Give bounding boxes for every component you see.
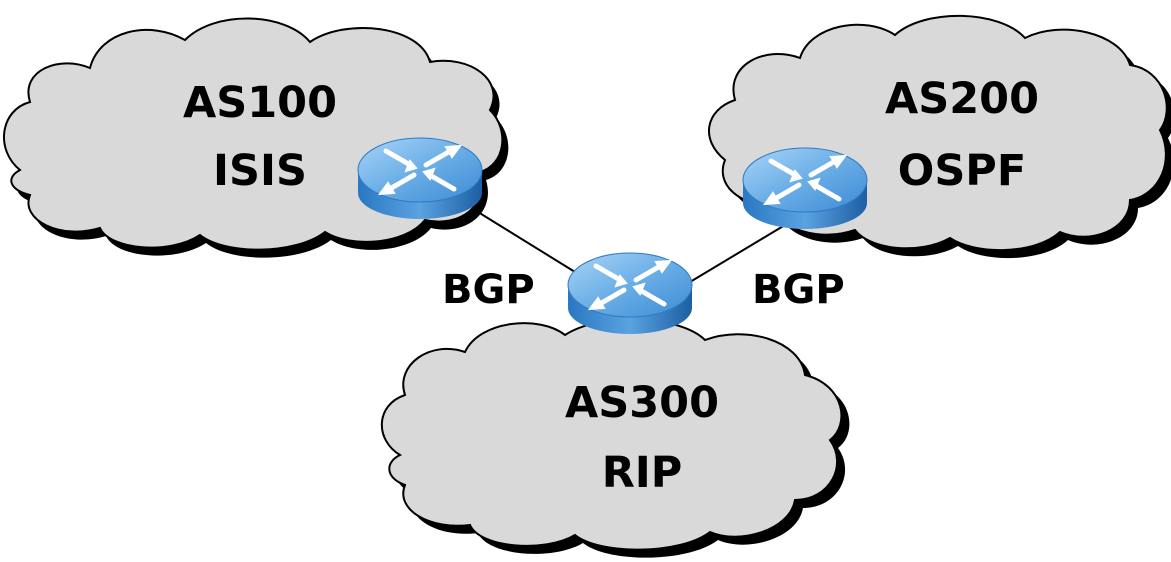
cloud-as300-shape xyxy=(380,318,843,551)
router-icon xyxy=(568,253,692,334)
as300-label: AS300 xyxy=(564,378,719,428)
bgp-link-label-right: BGP xyxy=(752,267,845,313)
as300-protocol-label: RIP xyxy=(601,448,683,498)
router-icon xyxy=(358,138,482,219)
as100-protocol-label: ISIS xyxy=(213,146,307,196)
link-line-as200-as300 xyxy=(689,221,791,283)
as100-label: AS100 xyxy=(182,78,337,128)
bgp-link-label-left: BGP xyxy=(442,267,535,313)
as200-protocol-label: OSPF xyxy=(897,146,1027,196)
as200-label: AS200 xyxy=(884,74,1039,124)
link-line-as100-as300 xyxy=(477,211,576,273)
router-icon xyxy=(743,148,867,229)
